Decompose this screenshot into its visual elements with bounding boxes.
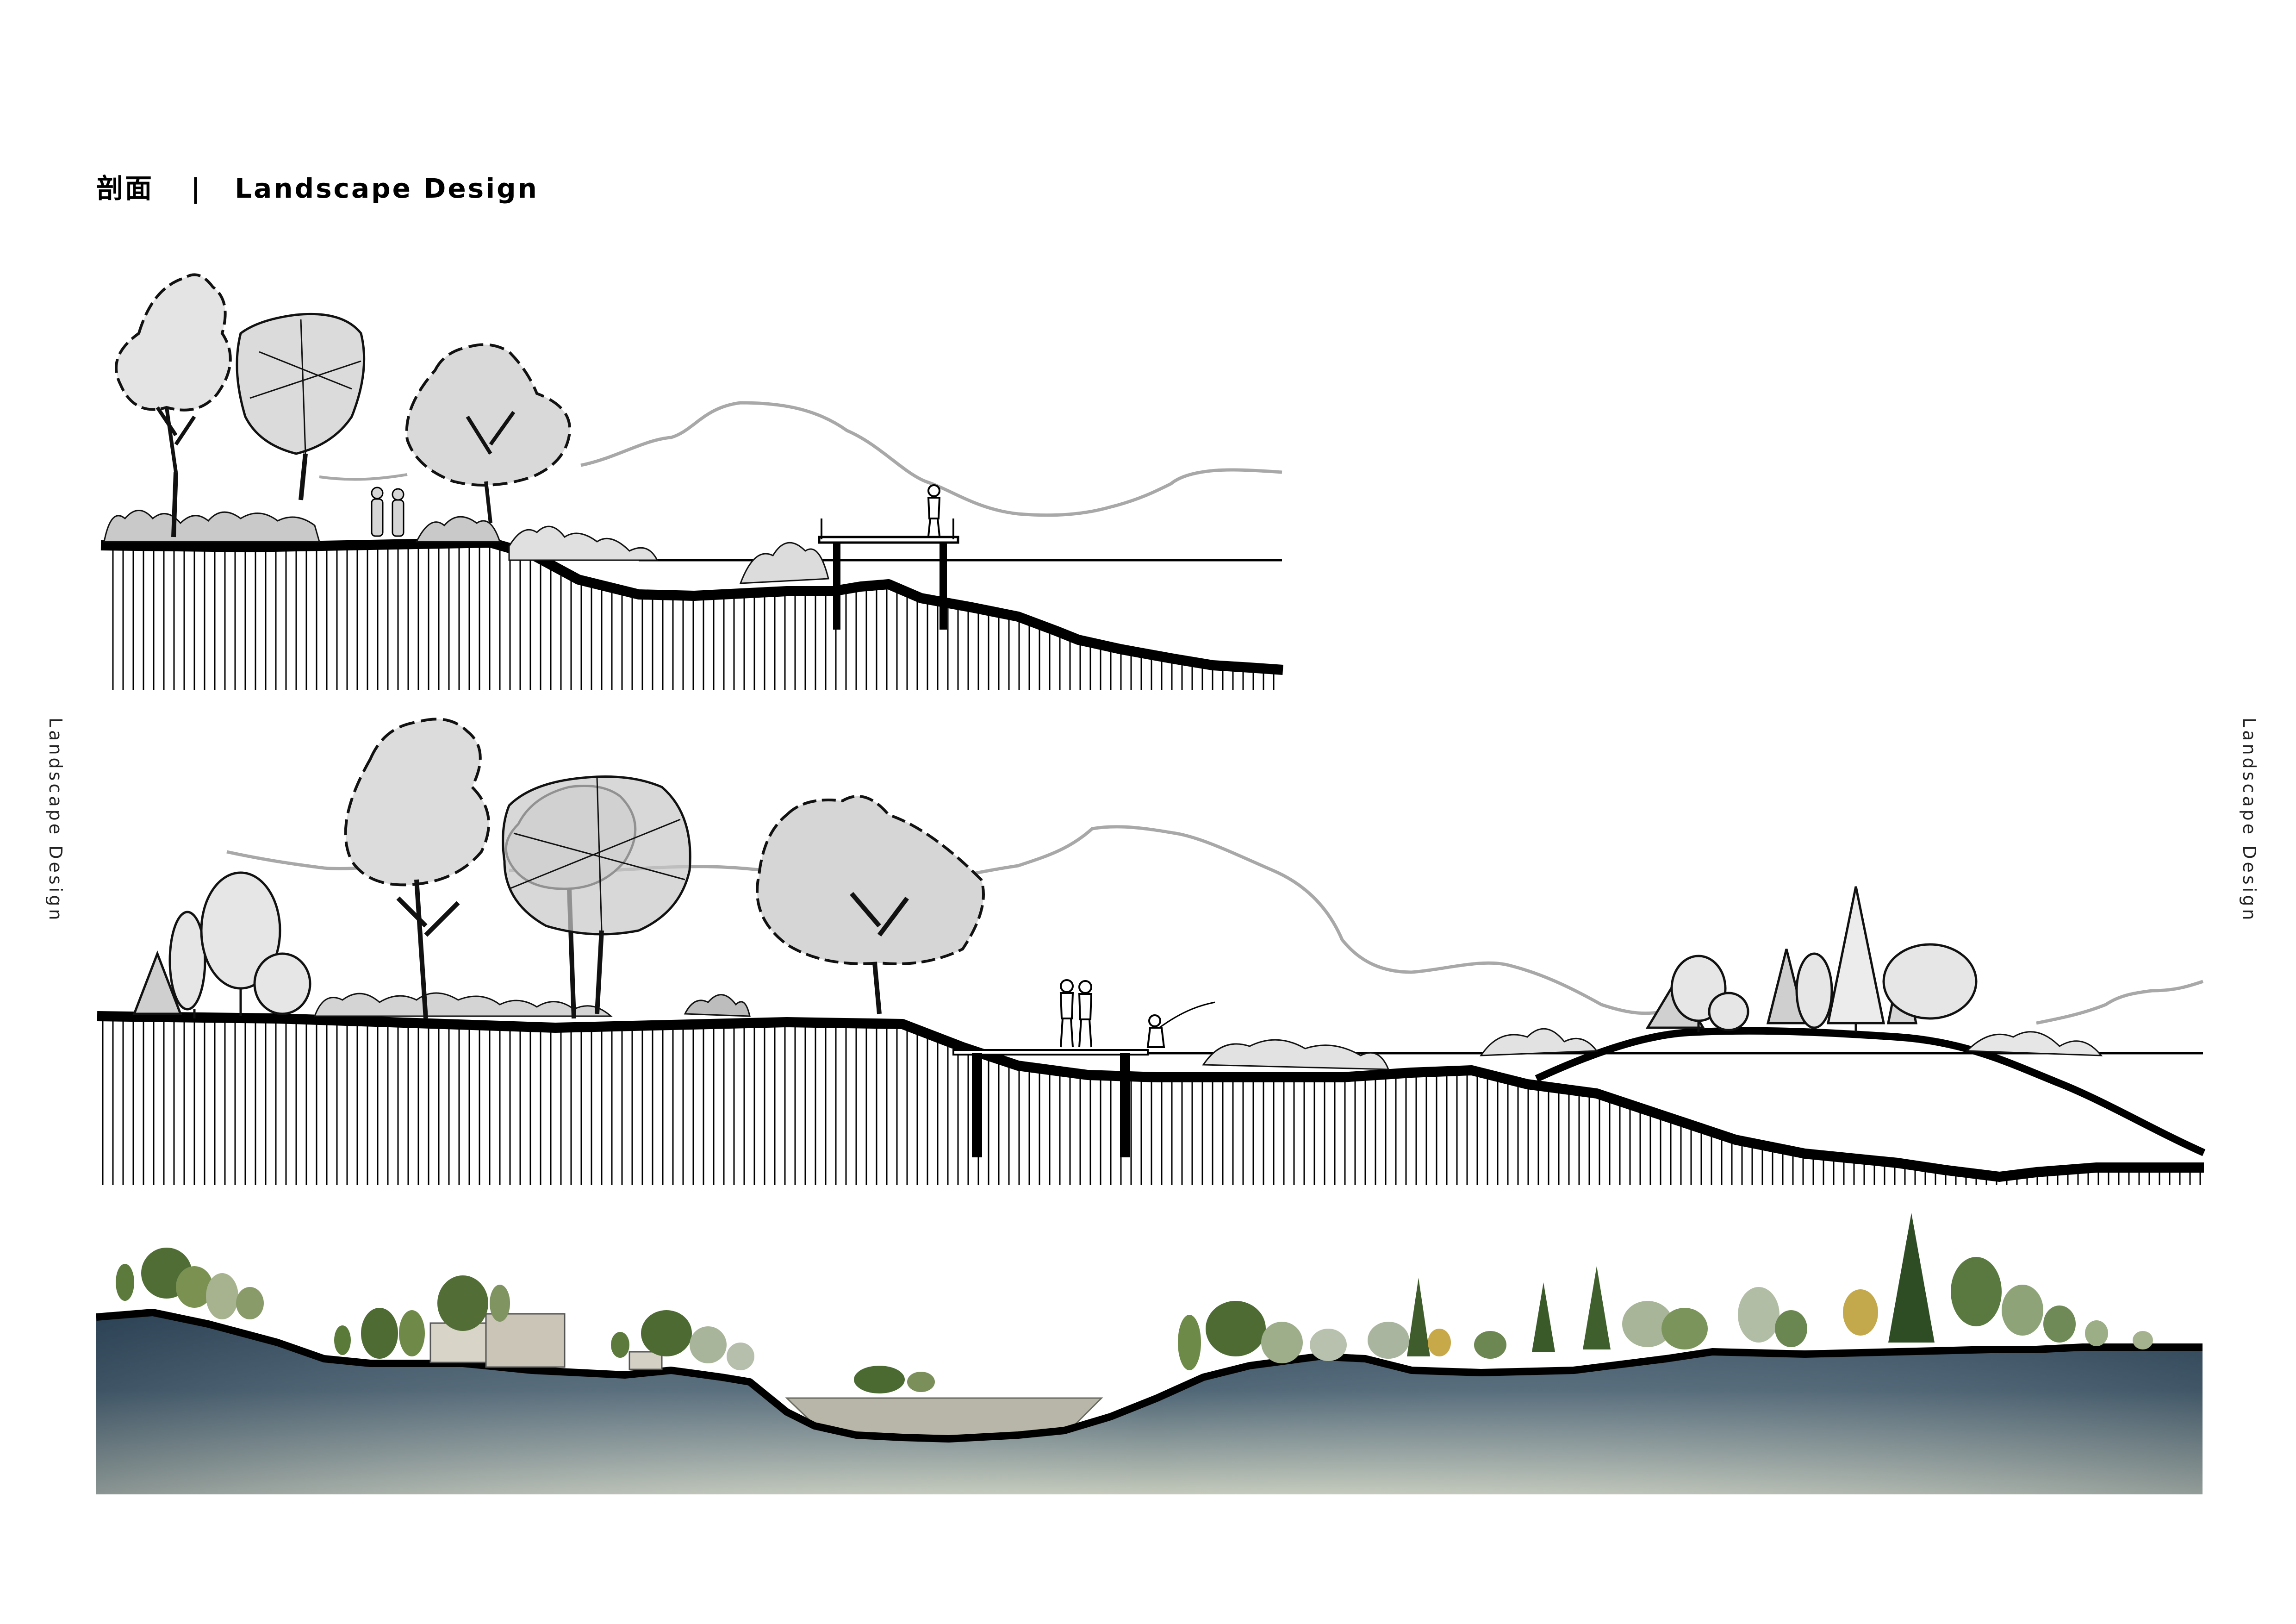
boardwalk [952, 1049, 1149, 1157]
heading-separator: | [191, 173, 203, 204]
ground-profile [97, 1011, 2204, 1182]
section-3-rendered [96, 1213, 2203, 1494]
tree-sketch-1 [115, 273, 232, 537]
person-figure [927, 484, 941, 537]
mountain-outline-left [319, 473, 408, 481]
mountain-outline [580, 401, 1282, 517]
hatching [111, 542, 1282, 690]
page-heading: 剖面 | Landscape Design [96, 167, 539, 206]
heading-english: Landscape Design [235, 173, 539, 204]
terrain-line [96, 1309, 2203, 1443]
section-2-sketch [97, 718, 2206, 1185]
tree-sketch-7 [756, 795, 985, 1014]
person-figure [1059, 979, 1093, 1048]
section-1-sketch [100, 273, 1283, 690]
shrub-row [103, 510, 829, 584]
fisherman-figure [1146, 1001, 1215, 1048]
tree-sketch-3 [405, 343, 572, 524]
tree-sketch-4 [344, 718, 490, 1019]
ground-profile [100, 537, 1283, 675]
side-label-right: Landscape Design [2239, 718, 2259, 923]
rendered-trees [116, 1213, 2153, 1393]
shrub-row [313, 992, 2103, 1070]
tree-right-cluster [1645, 886, 1978, 1032]
hill-mound [1535, 1027, 2206, 1156]
tree-round-cluster [132, 871, 311, 1018]
people-group [371, 487, 404, 537]
side-label-left: Landscape Design [45, 718, 66, 923]
heading-chinese: 剖面 [96, 173, 154, 204]
pier-deck [818, 518, 959, 630]
tree-sketch-6 [502, 775, 691, 1014]
tree-sketch-2 [236, 312, 366, 500]
